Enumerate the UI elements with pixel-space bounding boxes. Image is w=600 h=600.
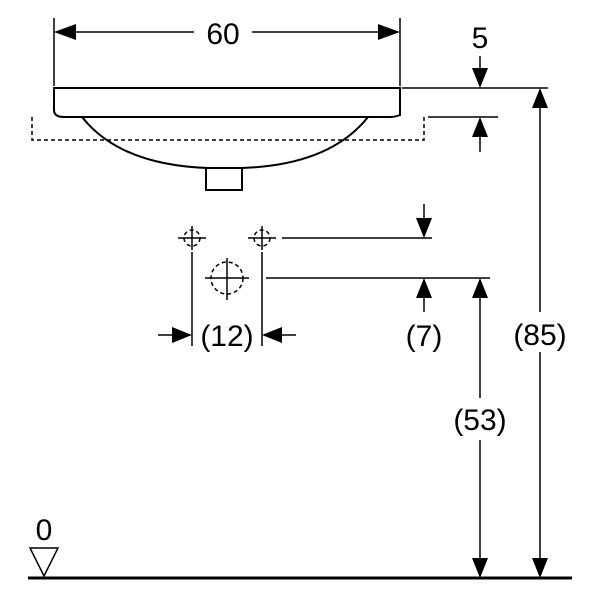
width-label: 60 (206, 18, 239, 51)
tap-offset-dimension: (7) (406, 204, 443, 353)
tap-spacing-dimension: (12) (158, 252, 296, 353)
tap-hole-center-icon (205, 258, 249, 300)
tap-hole-left-icon (178, 226, 206, 250)
tap-offset-label: (7) (406, 320, 443, 353)
total-height-dimension: (85) (513, 88, 567, 578)
tap-hole-right-icon (248, 226, 276, 250)
tap-height-dimension: (53) (453, 278, 507, 578)
countertop-outline (31, 117, 425, 141)
total-height-label: (85) (513, 319, 566, 352)
width-dimension: 60 (53, 18, 401, 86)
rim-thickness-label: 5 (472, 22, 489, 55)
tap-spacing-label: (12) (200, 320, 253, 353)
floor-level-marker-icon: 0 (28, 514, 60, 578)
basin-bowl (81, 116, 369, 191)
rim-thickness-dimension: 5 (402, 22, 548, 152)
tap-height-label: (53) (453, 404, 506, 437)
basin-rim (53, 87, 401, 118)
floor-level-label: 0 (36, 514, 53, 547)
